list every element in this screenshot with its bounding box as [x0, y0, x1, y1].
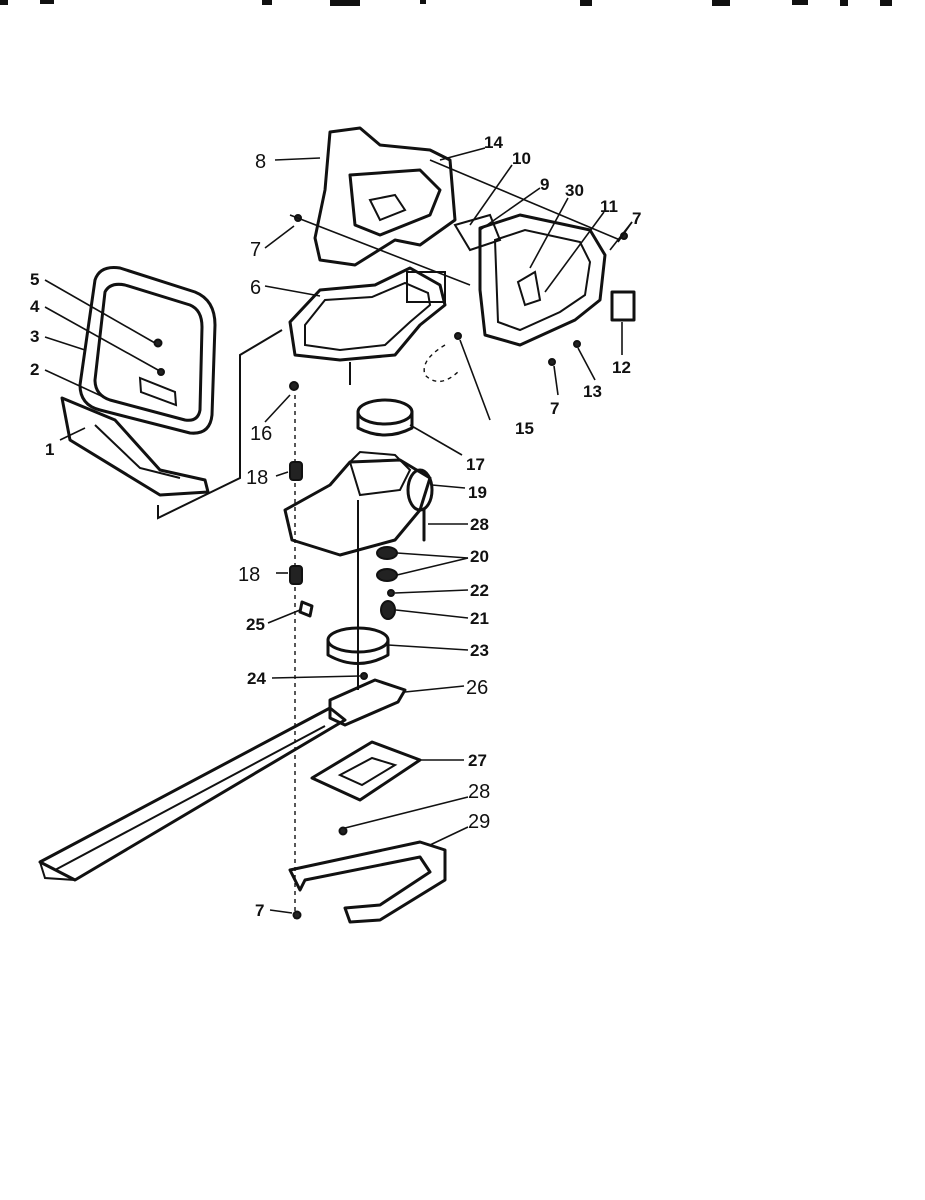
blade-lower-edge [54, 725, 326, 871]
gearbox-assembly [283, 381, 434, 920]
cord-plug [610, 290, 636, 322]
label-4: 4 [30, 297, 40, 316]
part-27-gasket-cutout [337, 756, 398, 787]
label-28-lower: 28 [468, 781, 490, 803]
part-24-washer [360, 672, 368, 680]
label-14: 14 [484, 133, 503, 152]
label-8: 8 [255, 151, 266, 173]
label-1: 1 [45, 440, 54, 459]
upper-housing-assembly [288, 126, 636, 385]
label-18-lower: 18 [238, 564, 260, 586]
trigger-switch [368, 193, 407, 222]
label-27: 27 [468, 751, 487, 770]
label-29: 29 [468, 811, 490, 833]
part-20b-washer [376, 568, 398, 582]
label-20: 20 [470, 547, 489, 566]
gearbox-housing-top [348, 450, 412, 497]
screw-15 [454, 332, 462, 340]
part-18b-spring [289, 565, 303, 585]
label-3: 3 [30, 327, 39, 346]
part-16-bushing [289, 381, 299, 391]
housing-post [406, 271, 446, 303]
handle-screw [153, 338, 163, 348]
label-7-bottom: 7 [255, 901, 264, 920]
rear-handle-housing [313, 126, 457, 267]
gear-housing-cover-inner [304, 281, 432, 352]
blade-upper-edge [47, 713, 319, 859]
label-15: 15 [515, 419, 534, 438]
label-6: 6 [250, 277, 261, 299]
label-22: 22 [470, 581, 489, 600]
label-12: 12 [612, 358, 631, 377]
label-10: 10 [512, 149, 531, 168]
handle-grip-pad [138, 376, 178, 407]
part-20a-washer [376, 546, 398, 560]
part-28b-screw [338, 826, 348, 836]
front-handle-inner-loop [93, 282, 204, 422]
part-18a-spring [289, 461, 303, 481]
part-19-boss [406, 468, 434, 512]
part-26-connecting-plate [328, 678, 407, 727]
label-30: 30 [565, 181, 584, 200]
label-16: 16 [250, 423, 272, 445]
label-2: 2 [30, 360, 39, 379]
label-17: 17 [466, 455, 485, 474]
leader-lines [44, 147, 633, 914]
assembly-line-b [429, 159, 621, 241]
label-28-upper: 28 [470, 515, 489, 534]
front-handle-loop [78, 266, 217, 435]
switch-lever [516, 270, 542, 307]
label-7-top-left: 7 [250, 239, 261, 261]
hand-guard-ridge [94, 424, 181, 479]
front-handle-assembly [60, 266, 283, 520]
part-25-clip [298, 600, 314, 618]
label-11: 11 [600, 197, 618, 216]
part-17-bearing-top [356, 398, 414, 426]
screw-13 [573, 340, 581, 348]
label-13: 13 [583, 382, 602, 401]
part-7d-screw [292, 910, 302, 920]
label-23: 23 [470, 641, 489, 660]
label-18-upper: 18 [246, 467, 268, 489]
top-edge-fragments [0, 0, 892, 6]
part-labels: 8 14 10 9 30 11 7 7 6 5 4 3 2 1 12 13 7 … [30, 133, 641, 920]
assembly-line-a [289, 214, 471, 286]
handle-nut [157, 368, 165, 376]
cord-dashed-loop [423, 344, 461, 383]
part-17-bearing-body [356, 410, 414, 437]
blade-assembly [38, 706, 447, 924]
part-29-bottom-plate [288, 840, 447, 924]
hand-guard [60, 396, 210, 497]
label-7-right: 7 [550, 399, 559, 418]
label-26: 26 [466, 677, 488, 699]
part-27-gasket [310, 740, 422, 802]
label-24: 24 [247, 669, 266, 688]
label-25: 25 [246, 615, 265, 634]
label-19: 19 [468, 483, 487, 502]
handle-bracket-line [157, 329, 283, 520]
label-7-top-right: 7 [632, 209, 641, 228]
gearbox-housing [283, 458, 432, 557]
rear-handle-opening [348, 168, 442, 237]
blade-tip [39, 861, 76, 881]
part-21-roller [380, 600, 396, 620]
label-21: 21 [470, 609, 489, 628]
housing-connector [453, 213, 502, 252]
motor-housing-inner [493, 228, 592, 332]
part-22-pin [387, 589, 395, 597]
screw-7c [548, 358, 556, 366]
label-9: 9 [540, 175, 549, 194]
gear-housing-cover [288, 266, 447, 362]
label-5: 5 [30, 270, 39, 289]
